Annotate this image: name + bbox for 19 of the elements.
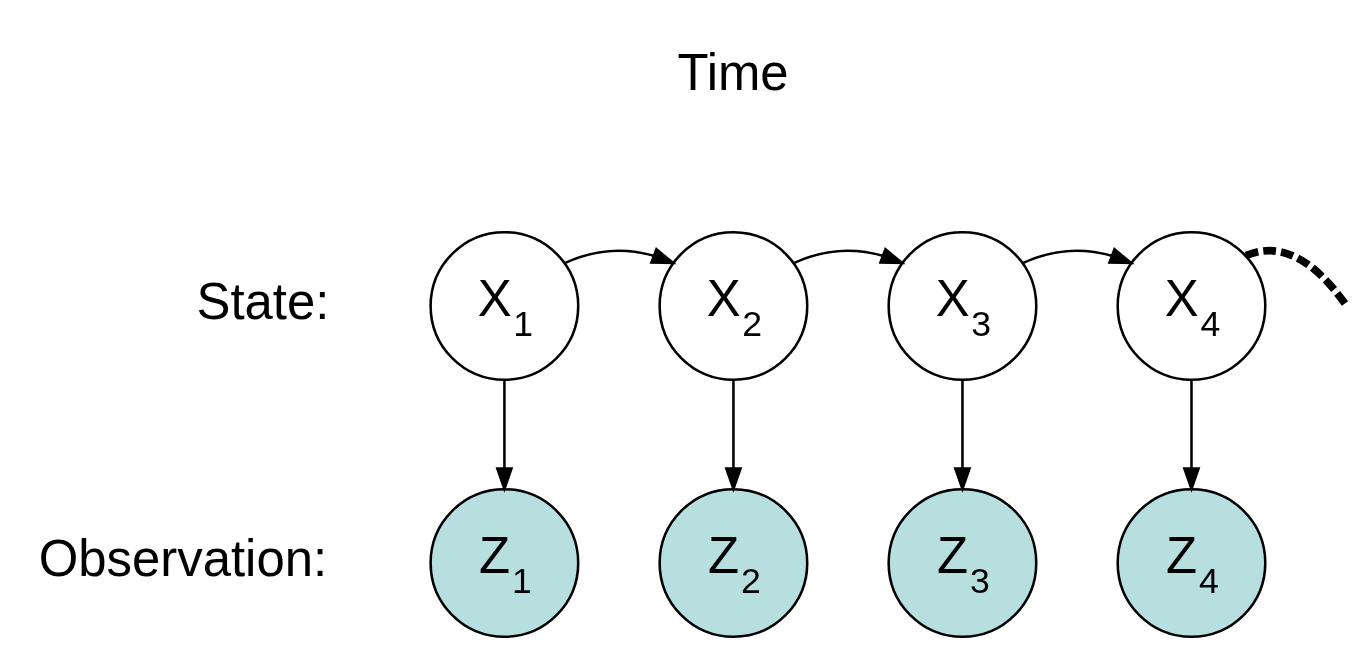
node-circle: Z$_{2}$ xyxy=(658,487,809,639)
label: State: xyxy=(196,272,330,330)
arrow xyxy=(495,380,514,493)
node-circle: X$_{1}$ xyxy=(429,230,580,382)
label: Time xyxy=(677,43,789,101)
node-circle: Z$_{4}$ xyxy=(1116,487,1267,639)
node-circle: Z$_{1}$ xyxy=(429,487,580,639)
arrow xyxy=(564,247,677,265)
arrow xyxy=(724,380,743,493)
arrow xyxy=(1022,247,1135,265)
arrow xyxy=(953,380,972,493)
label: Observation: xyxy=(38,529,328,587)
node-circle: Z$_{3}$ xyxy=(887,487,1038,639)
arrow xyxy=(793,247,906,265)
connector xyxy=(1244,246,1349,308)
node-circle: X$_{3}$ xyxy=(887,230,1038,382)
node-circle: X$_{2}$ xyxy=(658,230,809,382)
node-circle: X$_{4}$ xyxy=(1116,230,1267,382)
arrow xyxy=(1182,380,1201,493)
